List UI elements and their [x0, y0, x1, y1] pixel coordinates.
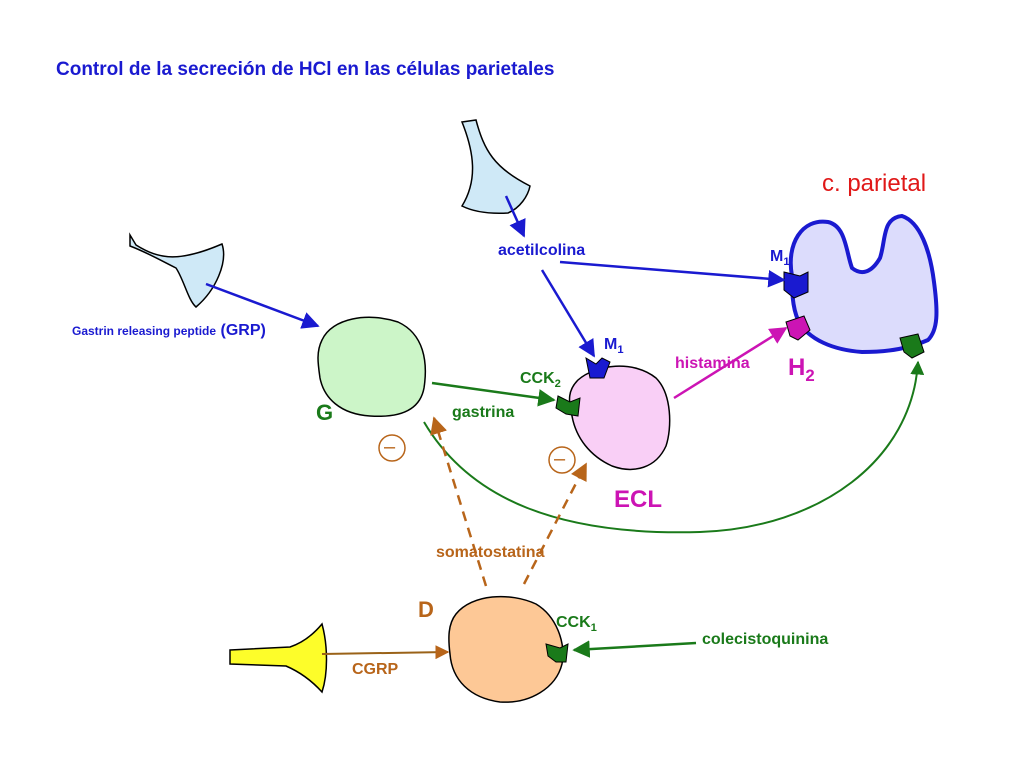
- arrow-somatostatina-to-ecl: [522, 462, 588, 585]
- arrow-acetilcolina-to-m1-ecl: [540, 269, 596, 358]
- receptor-m1-parietal-label: M1: [770, 248, 790, 268]
- parietal-cell-label: c. parietal: [822, 170, 927, 197]
- somatostatina-label: somatostatina: [436, 544, 545, 561]
- acetilcolina-label: acetilcolina: [498, 242, 586, 259]
- inhibition-circle-ecl: [548, 446, 576, 474]
- cgrp-label: CGRP: [352, 661, 399, 678]
- nerve-terminal-cgrp: [229, 622, 328, 694]
- arrow-histamina-to-h2: [673, 326, 788, 400]
- receptor-cck2: [555, 395, 581, 417]
- receptor-m1-ecl: [585, 356, 611, 379]
- receptor-cck-parietal: [899, 333, 925, 359]
- ecl-cell-label: ECL: [614, 486, 662, 513]
- receptor-cck1-label: CCK1: [556, 614, 597, 634]
- inhibition-circle-g: [378, 434, 406, 462]
- grp-label: Gastrin releasing peptide (GRP): [72, 322, 266, 339]
- receptor-m1-parietal: [783, 271, 809, 299]
- inhibition-symbol-ecl: –: [554, 448, 566, 470]
- receptor-h2-label: H2: [788, 354, 815, 385]
- g-cell: [317, 316, 427, 418]
- arrow-nerve-to-acetilcolina: [504, 195, 526, 238]
- arrow-somatostatina-to-g-cell: [430, 416, 488, 587]
- receptor-cck1: [545, 643, 569, 663]
- d-cell-label: D: [418, 597, 434, 622]
- d-cell: [448, 595, 564, 703]
- arrow-acetilcolina-to-m1-parietal: [559, 260, 786, 288]
- nerve-terminal-acetylcholine: [460, 119, 531, 214]
- receptor-h2: [785, 315, 811, 341]
- arrow-colecistoquinina-to-cck1: [572, 640, 697, 658]
- g-cell-label: G: [316, 400, 334, 425]
- receptor-m1-ecl-label: M1: [604, 336, 624, 356]
- arrow-cgrp-to-d-cell: [321, 645, 450, 660]
- page-title: Control de la secreción de HCl en las cé…: [56, 59, 555, 80]
- colecistoquinina-label: colecistoquinina: [702, 631, 829, 648]
- arrow-grp-to-g-cell: [205, 282, 320, 329]
- gastrina-label: gastrina: [452, 404, 515, 421]
- receptor-cck2-label: CCK2: [520, 370, 561, 390]
- histamina-label: histamina: [675, 355, 750, 372]
- inhibition-symbol-g: –: [384, 436, 396, 458]
- nerve-terminal-grp: [129, 232, 225, 308]
- parietal-cell: [788, 213, 939, 355]
- arrow-gastrina-to-parietal: [423, 360, 925, 534]
- arrow-gastrina-to-cck2: [431, 381, 556, 407]
- ecl-cell: [568, 365, 671, 471]
